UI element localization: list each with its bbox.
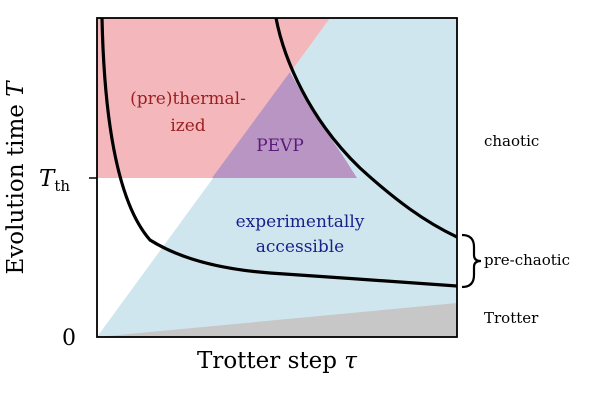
chaotic-label: chaotic: [484, 132, 539, 150]
prethermalized-label-line1: (pre)thermal-: [130, 89, 246, 109]
pevp-region: [212, 72, 357, 178]
trotter-region: [97, 303, 457, 337]
pevp-label: PEVP: [256, 136, 304, 156]
accessible-label-line2: accessible: [256, 237, 345, 257]
prechaotic-boundary-curve: [100, 18, 457, 288]
pre-chaotic-brace-icon: [461, 233, 482, 289]
y-tick-label-threshold: Tth: [39, 166, 70, 195]
chaotic-boundary-curve: [274, 18, 457, 239]
y-tick-label-zero: 0: [62, 326, 76, 351]
trotter-label: Trotter: [484, 309, 539, 327]
y-axis-label: Evolution time T: [3, 80, 29, 275]
pre-chaotic-label: pre-chaotic: [484, 251, 570, 269]
prethermalized-label-line2: ized: [170, 116, 205, 136]
accessible-label-line1: experimentally: [236, 212, 365, 232]
x-axis-label: Trotter step τ: [197, 348, 358, 374]
